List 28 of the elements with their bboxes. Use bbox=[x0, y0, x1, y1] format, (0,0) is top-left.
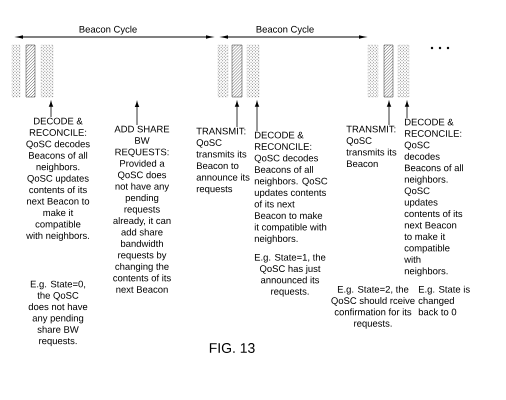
description-text: TRANSMIT: QoSC transmits its Beacon bbox=[346, 126, 396, 168]
dimension-label: Beacon Cycle bbox=[256, 26, 314, 34]
description-text: DECODE & RECONCILE: QoSC decodes Beacons of all neighbors. QoSC updates contents of its next Beacon to make it compatible with neighbors. bbox=[26, 118, 90, 241]
example-note: E.g. State=1, the QoSC has just announced its requests. bbox=[254, 254, 326, 297]
dotted-bar bbox=[40, 44, 54, 98]
arrow bbox=[48, 101, 54, 118]
description-text: ADD SHARE BW REQUESTS: Provided a QoSC does not have any pending requests already, it can add share bandwidth requests by changing the contents of its next Beacon bbox=[113, 126, 171, 293]
description-text: TRANSMIT: QoSC transmits its Beacon to announce its requests bbox=[196, 128, 250, 194]
example-note: E.g. State=2, the QoSC should rceive confirmation for its requests. bbox=[331, 286, 415, 329]
figure-caption: FIG. 13 bbox=[210, 343, 255, 353]
hatched-bar bbox=[26, 44, 36, 98]
arrow bbox=[234, 101, 240, 128]
dotted-bar bbox=[218, 44, 228, 98]
description-text: DECODE & RECONCILE: QoSC decodes Beacons of all neighbors. QoSC updates contents of its next Beacon to make it compatible with neighbors. bbox=[404, 118, 463, 276]
hatched-bar bbox=[384, 44, 394, 98]
description-text: DECODE & RECONCILE: QoSC decodes Beacons of all neighbors. QoSC updates contents of its next Beacon to make it compatible with neighbors. bbox=[254, 132, 328, 244]
hatched-bar bbox=[232, 44, 242, 98]
dotted-bar bbox=[398, 44, 410, 98]
dotted-bar bbox=[246, 44, 260, 98]
dimension-label: Beacon Cycle bbox=[80, 26, 137, 34]
arrow bbox=[386, 101, 392, 126]
arrow bbox=[404, 101, 410, 118]
example-note: E.g. State=0, the QoSC does not have any pending share BW requests. bbox=[28, 280, 88, 346]
dotted-bar bbox=[12, 44, 20, 98]
dotted-bar bbox=[368, 44, 378, 98]
arrow bbox=[254, 101, 260, 132]
arrow bbox=[134, 101, 140, 126]
example-note: E.g. State is changed back to 0 bbox=[418, 286, 470, 316]
